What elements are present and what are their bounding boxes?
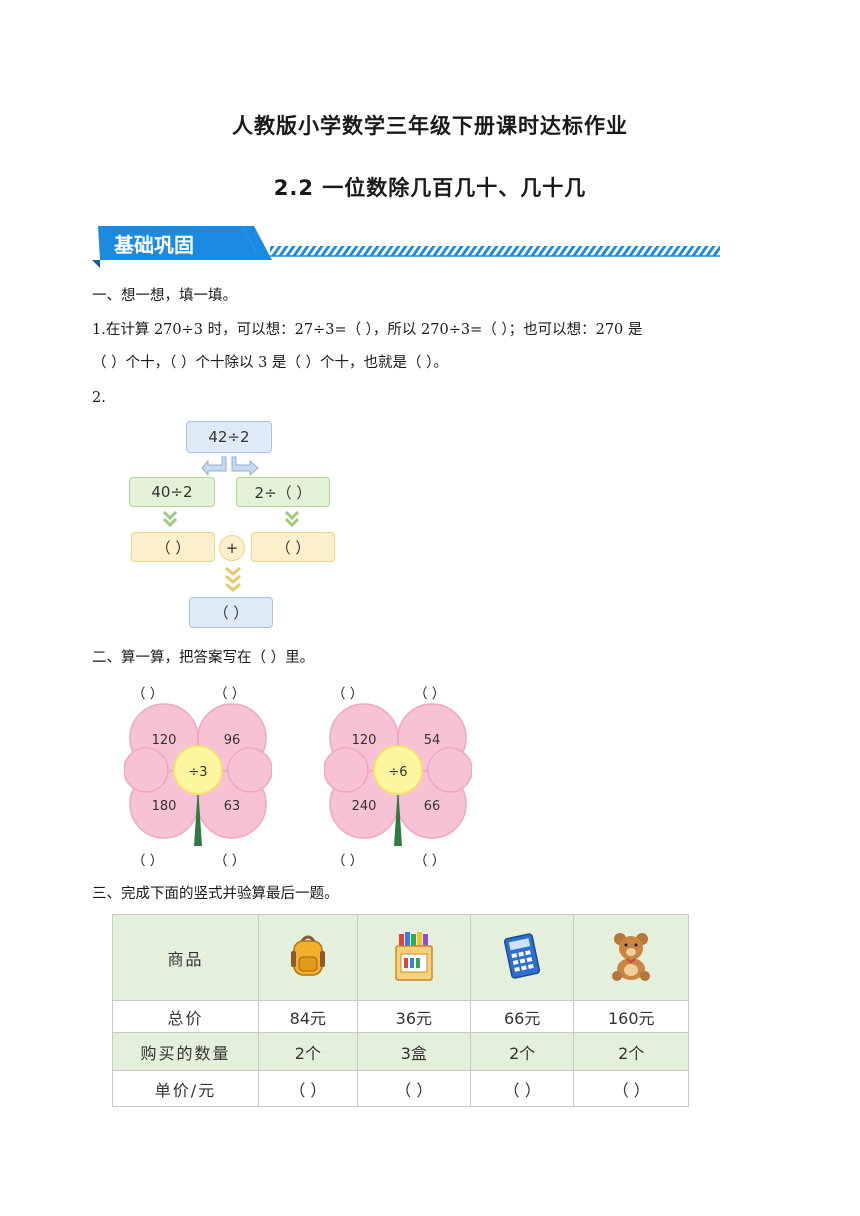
answer-blank[interactable]: （ ）: [214, 853, 246, 869]
table-row: 单价/元 （ ） （ ） （ ） （ ）: [112, 1070, 689, 1107]
down-chevron-icon: [284, 510, 300, 528]
diagram-right-result[interactable]: （ ）: [251, 532, 335, 562]
table-row: 商品: [112, 914, 689, 1001]
flower-number: 180: [152, 799, 177, 814]
quantity-cell: 2个: [258, 1032, 358, 1071]
unit-price-blank[interactable]: （ ）: [573, 1070, 689, 1107]
answer-blank[interactable]: （ ）: [414, 853, 446, 869]
total-price-cell: 36元: [356, 1000, 471, 1033]
total-price-cell: 84元: [258, 1000, 358, 1033]
quantity-cell: 2个: [573, 1032, 689, 1071]
division-flower: ÷3 120 96 180 63: [124, 703, 272, 846]
row-header: 单价/元: [112, 1070, 259, 1107]
question2-label: 2.: [92, 390, 106, 406]
section1-heading: 一、想一想，填一填。: [92, 288, 237, 304]
teddy-bear-icon: [612, 932, 651, 981]
table-row: 购买的数量 2个 3盒 2个 2个: [112, 1032, 689, 1071]
unit-price-blank[interactable]: （ ）: [258, 1070, 358, 1107]
banner-label: 基础巩固: [114, 233, 194, 257]
diagram-left-result[interactable]: （ ）: [131, 532, 215, 562]
section3-heading: 三、完成下面的竖式并验算最后一题。: [92, 886, 339, 902]
unit-price-blank[interactable]: （ ）: [469, 1070, 575, 1107]
flower-center-operator: ÷3: [188, 765, 207, 780]
flower-number: 120: [352, 733, 377, 748]
total-price-cell: 160元: [573, 1000, 689, 1033]
answer-blank[interactable]: （ ）: [132, 686, 164, 702]
price-table: 商品: [112, 914, 689, 1107]
flower-number: 240: [352, 799, 377, 814]
diagram-final-result[interactable]: （ ）: [189, 597, 273, 628]
row-header: 商品: [112, 914, 259, 1001]
down-chevron-icon: [225, 566, 241, 592]
answer-blank[interactable]: （ ）: [414, 686, 446, 702]
row-header: 总价: [112, 1000, 259, 1033]
unit-price-blank[interactable]: （ ）: [356, 1070, 471, 1107]
crayon-box-icon: [395, 931, 433, 981]
answer-blank[interactable]: （ ）: [214, 686, 246, 702]
flower-center-operator: ÷6: [388, 765, 407, 780]
page-title: 人教版小学数学三年级下册课时达标作业: [232, 114, 628, 138]
flower-number: 96: [224, 733, 241, 748]
answer-blank[interactable]: （ ）: [332, 686, 364, 702]
row-header: 购买的数量: [112, 1032, 259, 1071]
flower-number: 54: [424, 733, 441, 748]
banner-graphic: 基础巩固: [92, 226, 720, 268]
flower-number: 120: [152, 733, 177, 748]
answer-blank[interactable]: （ ）: [332, 853, 364, 869]
diagram-left-box: 40÷2: [129, 477, 215, 507]
question1-line2: （ ）个十，（ ）个十除以 3 是（ ）个十，也就是（ ）。: [92, 355, 448, 371]
diagram-right-box: 2÷（ ）: [236, 477, 330, 507]
table-row: 总价 84元 36元 66元 160元: [112, 1000, 689, 1033]
quantity-cell: 2个: [469, 1032, 575, 1071]
quantity-cell: 3盒: [356, 1032, 471, 1071]
flower-number: 63: [224, 799, 241, 814]
backpack-icon: [290, 935, 325, 976]
answer-blank[interactable]: （ ）: [132, 853, 164, 869]
division-flower: ÷6 120 54 240 66: [324, 703, 472, 846]
calculator-icon: [504, 932, 541, 979]
lesson-subtitle: 2.2 一位数除几百几十、几十几: [273, 176, 587, 200]
question1-line1: 1.在计算 270÷3 时，可以想：27÷3=（ ），所以 270÷3=（ ）；…: [92, 322, 643, 338]
split-arrows-icon: [201, 456, 259, 477]
diagram-top-box: 42÷2: [186, 421, 272, 453]
down-chevron-icon: [162, 510, 178, 528]
section2-heading: 二、算一算，把答案写在（ ）里。: [92, 650, 315, 666]
flower-number: 66: [424, 799, 441, 814]
plus-sign: +: [219, 535, 245, 561]
table-cell: [356, 914, 471, 1001]
section-banner: 基础巩固: [92, 222, 732, 268]
table-cell: [469, 914, 575, 1001]
table-cell: [258, 914, 358, 1001]
total-price-cell: 66元: [469, 1000, 575, 1033]
table-cell: [573, 914, 689, 1001]
